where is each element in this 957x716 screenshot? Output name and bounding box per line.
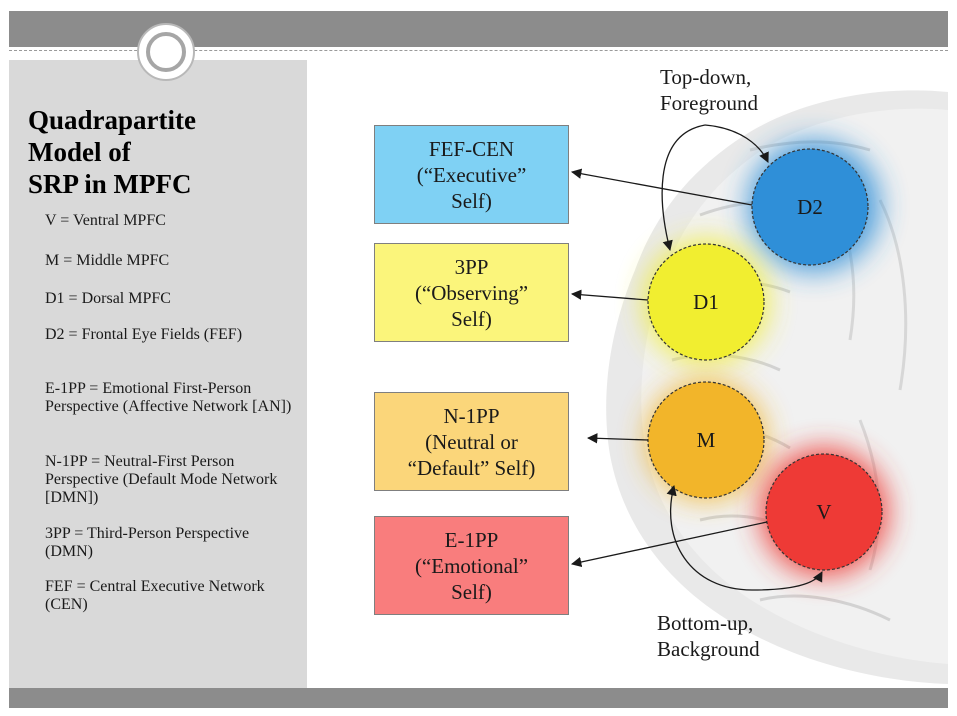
slide-circle-ornament-inner: [146, 32, 186, 72]
sidebar: [9, 60, 307, 688]
region-label-m: M: [697, 428, 716, 452]
box-e-1pp: E-1PP (“Emotional” Self): [374, 516, 569, 615]
arrow-d1-to-3pp: [570, 289, 649, 301]
top-down-label: Top-down, Foreground: [660, 65, 758, 115]
box-fef-cen: FEF-CEN (“Executive” Self): [374, 125, 569, 224]
region-circles: [647, 148, 883, 571]
arrow-top-down-to-d1: [661, 124, 706, 252]
box-3pp-label: 3PP (“Observing” Self): [414, 254, 529, 331]
legend-item-fef: FEF = Central Executive Network (CEN): [45, 578, 265, 613]
region-label-d2: D2: [797, 195, 823, 219]
region-d2: [751, 148, 869, 266]
arrows: [570, 124, 823, 591]
box-e-1pp-label: E-1PP (“Emotional” Self): [414, 527, 529, 604]
box-n-1pp-label: N-1PP (Neutral or “Default” Self): [407, 403, 536, 480]
legend-item-d1: D1 = Dorsal MPFC: [45, 290, 171, 307]
legend-item-v: V = Ventral MPFC: [45, 212, 166, 229]
box-fef-cen-label: FEF-CEN (“Executive” Self): [416, 136, 527, 213]
arrow-m-to-n1pp: [586, 433, 649, 444]
legend-item-m: M = Middle MPFC: [45, 252, 170, 269]
arrow-top-down-to-d2: [704, 124, 769, 163]
box-n-1pp: N-1PP (Neutral or “Default” Self): [374, 392, 569, 491]
region-label-d1: D1: [693, 290, 719, 314]
legend-item-d2: D2 = Frontal Eye Fields (FEF): [45, 326, 243, 343]
slide-circle-ornament: [137, 23, 195, 81]
region-d1: [647, 243, 765, 361]
top-divider: [9, 50, 948, 51]
arrow-bottom-up-to-v: [751, 571, 823, 591]
page-title: Quadrapartite Model of SRP in MPFC: [28, 105, 196, 199]
region-label-v: V: [816, 500, 831, 524]
legend-item-n1pp: N-1PP = Neutral-First Person Perspective…: [45, 453, 278, 506]
box-3pp: 3PP (“Observing” Self): [374, 243, 569, 342]
legend-item-3pp: 3PP = Third-Person Perspective (DMN): [45, 525, 250, 560]
region-v: [765, 453, 883, 571]
bottom-up-label: Bottom-up, Background: [657, 611, 760, 661]
legend-item-e1pp: E-1PP = Emotional First-Person Perspecti…: [45, 380, 292, 415]
arrow-bottom-up-to-m: [666, 484, 753, 591]
arrow-v-to-e1pp: [570, 521, 768, 568]
bottom-bar: [9, 688, 948, 708]
